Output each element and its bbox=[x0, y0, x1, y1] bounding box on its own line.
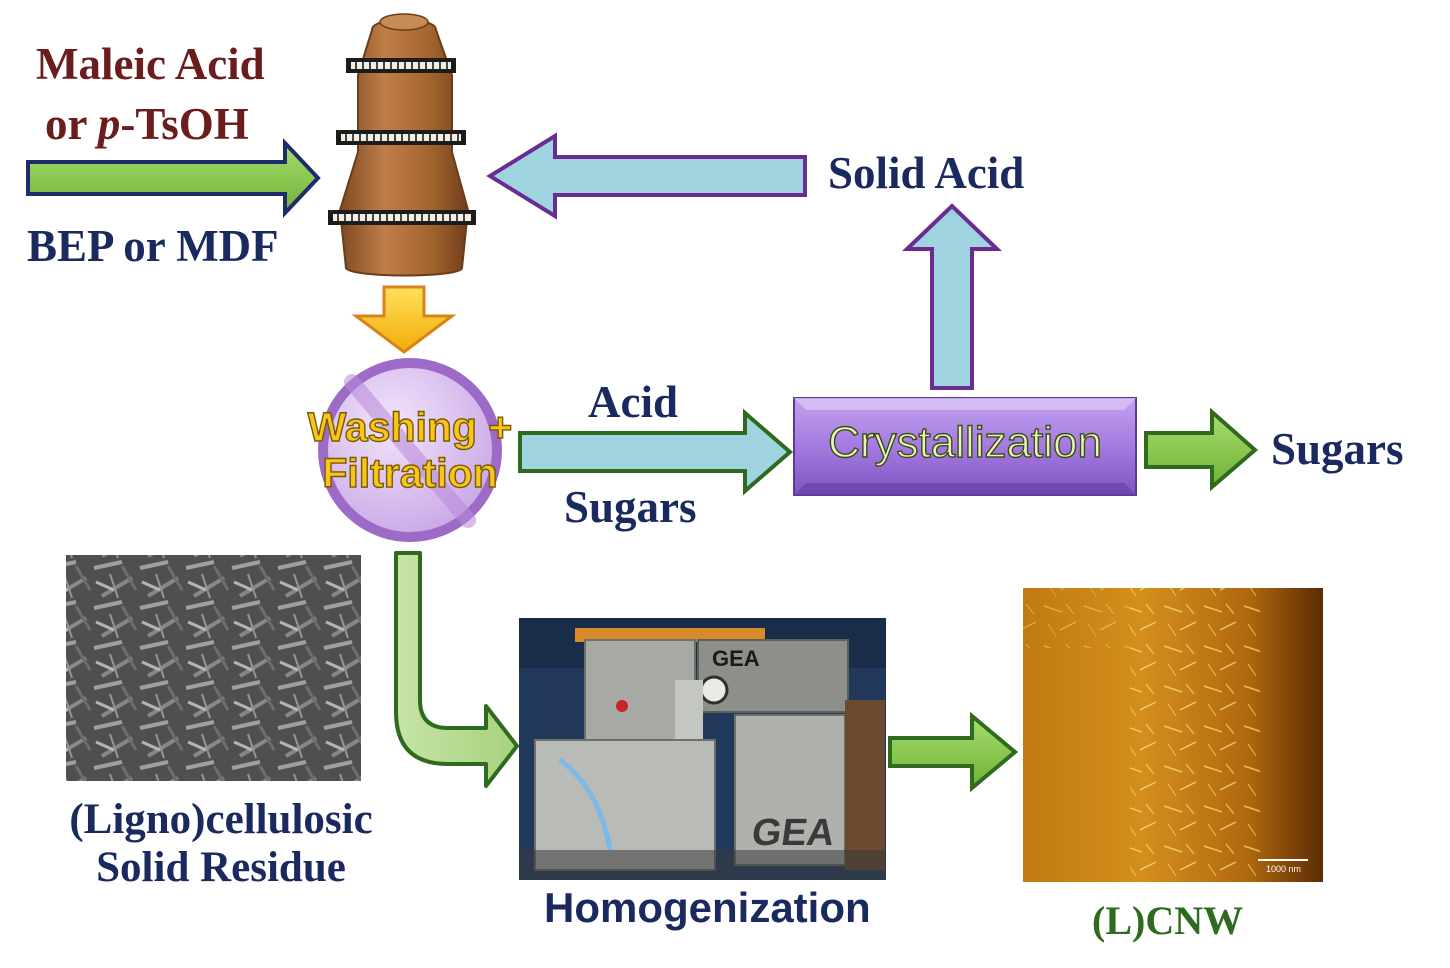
residue-sem-image bbox=[66, 555, 361, 781]
washing-circle bbox=[318, 358, 502, 542]
stream-sugars-label: Sugars bbox=[564, 482, 697, 532]
solid-acid-label: Solid Acid bbox=[828, 148, 1025, 198]
sugars-arrow bbox=[1144, 407, 1259, 492]
acid-label-tsoh: -TsOH bbox=[120, 99, 249, 149]
homogenizer-photo bbox=[519, 618, 886, 880]
recycle-arrow bbox=[486, 132, 807, 220]
reactor-band-3 bbox=[328, 210, 476, 225]
stream-acid-label: Acid bbox=[588, 377, 678, 427]
product-arrow bbox=[888, 711, 1019, 793]
sugars-output-label: Sugars bbox=[1271, 424, 1404, 474]
residue-label: (Ligno)cellulosic Solid Residue bbox=[36, 796, 406, 892]
reactor bbox=[328, 13, 476, 277]
acid-label-line1: Maleic Acid bbox=[36, 39, 265, 89]
machine-brand-upper: GEA bbox=[712, 646, 760, 671]
washing-label-line1: Washing + bbox=[307, 403, 513, 450]
product-label: (L)CNW bbox=[1092, 898, 1244, 943]
bent-arrow bbox=[394, 551, 519, 788]
input-arrow bbox=[26, 137, 321, 219]
reactor-band-1 bbox=[346, 58, 456, 73]
up-arrow bbox=[902, 203, 1002, 390]
residue-label-line1: (Ligno)cellulosic bbox=[69, 796, 373, 843]
cnw-afm-image bbox=[1023, 588, 1323, 882]
residue-label-line2: Solid Residue bbox=[96, 844, 346, 891]
acid-label-line2: or p-TsOH bbox=[45, 98, 249, 150]
acid-label-or: or bbox=[45, 99, 98, 149]
homogenization-label: Homogenization bbox=[544, 884, 871, 931]
feedstock-label: BEP or MDF bbox=[27, 221, 279, 271]
acid-label-p: p bbox=[97, 99, 121, 149]
washing-label-line2: Filtration bbox=[322, 449, 499, 496]
crystallization-label: Crystallization bbox=[827, 417, 1102, 467]
stream-arrow bbox=[518, 408, 794, 496]
washing-label: Washing + Filtration bbox=[300, 403, 520, 496]
machine-brand-lower: GEA bbox=[749, 812, 838, 854]
down-arrow bbox=[351, 285, 457, 354]
scale-bar-label: 1000 nm bbox=[1266, 864, 1302, 874]
crystallization-box bbox=[793, 397, 1137, 496]
reactor-band-2 bbox=[336, 130, 466, 145]
